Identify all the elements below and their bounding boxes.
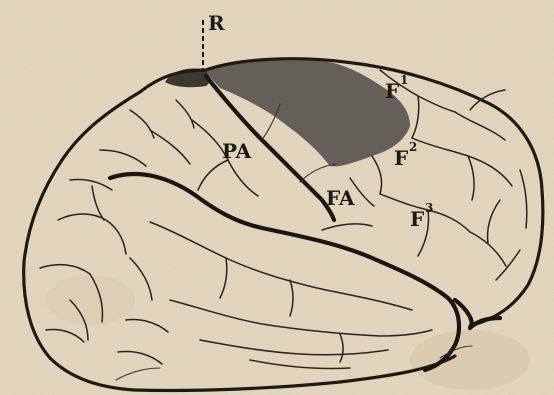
- label-f3: F: [410, 207, 424, 231]
- label-f2-superscript: 2: [409, 140, 417, 154]
- label-f3-superscript: 3: [425, 201, 433, 215]
- label-f1: F: [385, 79, 399, 103]
- label-fa: FA: [326, 186, 355, 210]
- paper-stain: [45, 275, 135, 325]
- label-f1-superscript: 1: [400, 73, 408, 87]
- label-pa: PA: [222, 139, 252, 163]
- label-f2: F: [394, 146, 408, 170]
- label-r: R: [208, 11, 225, 35]
- paper-stain: [410, 330, 530, 390]
